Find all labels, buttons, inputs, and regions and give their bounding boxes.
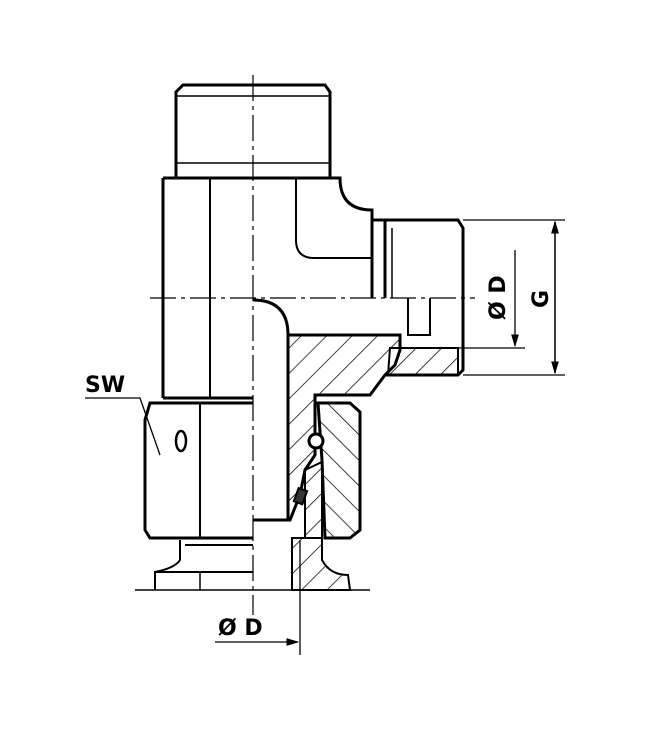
section-hatching bbox=[286, 333, 459, 591]
bottom-diameter-label: Ø D bbox=[218, 616, 263, 641]
seal-ring bbox=[292, 486, 309, 506]
thread-label: G bbox=[529, 290, 554, 308]
centerlines bbox=[150, 75, 475, 615]
top-thread-stub bbox=[174, 83, 332, 178]
dimensions bbox=[85, 219, 565, 655]
branch-diameter-label: Ø D bbox=[486, 275, 511, 320]
o-ring bbox=[307, 432, 325, 450]
sw-label: SW bbox=[85, 373, 125, 398]
